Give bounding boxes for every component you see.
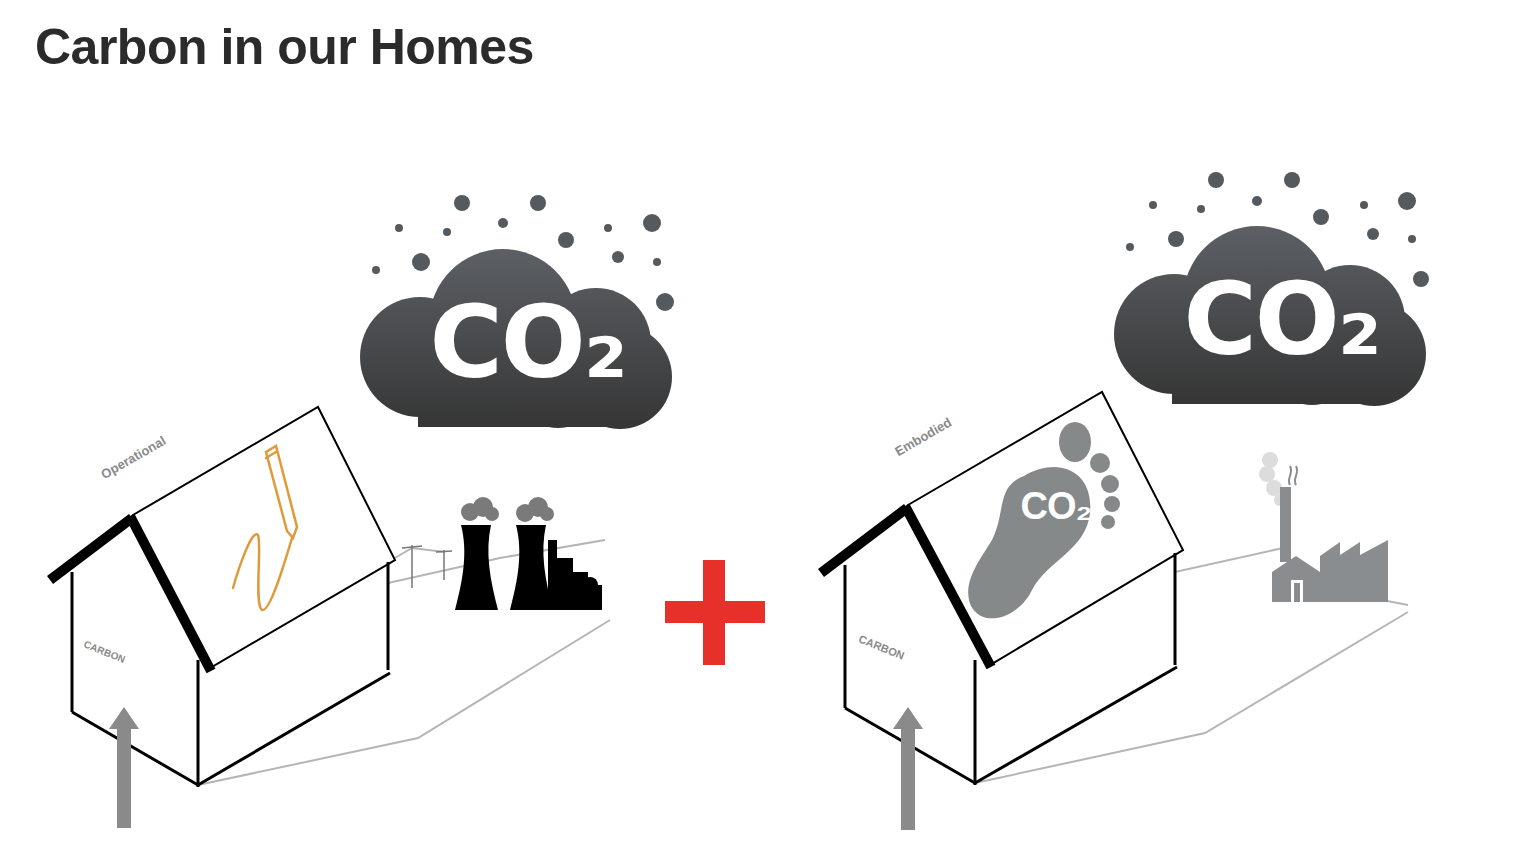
power-pylons — [402, 545, 452, 588]
footprint-text: CO₂ — [1021, 487, 1092, 525]
co2-cloud: CO₂ — [1112, 222, 1432, 407]
operational-label: Operational — [99, 433, 168, 480]
house-operational — [50, 407, 610, 828]
power-station — [455, 497, 602, 610]
factory-icon — [1259, 452, 1388, 602]
embodied-label: Embodied — [893, 415, 954, 458]
carbon-arrow — [893, 707, 923, 830]
co2-footprint: CO₂ — [962, 418, 1127, 628]
carbon-arrow — [109, 707, 139, 828]
wall-label: CARBON — [857, 633, 906, 661]
cloud-text: CO₂ — [429, 293, 625, 393]
cloud-text: CO₂ — [1183, 270, 1379, 370]
pencil-icon — [233, 446, 297, 610]
wall-label: CARBON — [82, 639, 126, 665]
co2-cloud: CO₂ — [358, 245, 678, 430]
house-embodied — [821, 392, 1408, 830]
plus-sign — [665, 560, 765, 665]
page-title: Carbon in our Homes — [35, 18, 534, 76]
